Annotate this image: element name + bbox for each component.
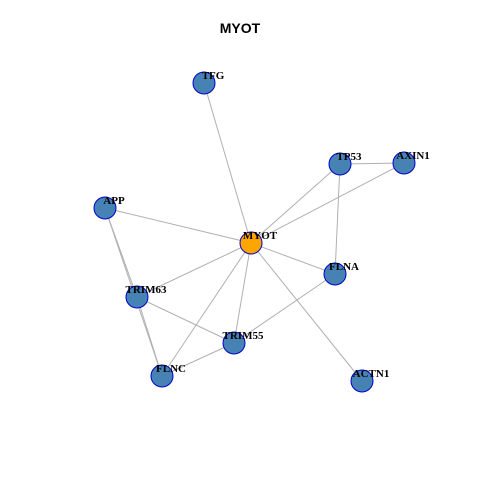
node-myot[interactable]: MYOT [239,230,278,255]
edge-myot-tp53 [250,163,341,244]
node-trim63[interactable]: TRIM63 [125,284,167,309]
node-axin1[interactable]: AXIN1 [392,150,430,175]
node-label-trim63: TRIM63 [126,284,167,296]
edge-layer [104,82,405,382]
node-label-axin1: AXIN1 [396,150,430,162]
edge-trim63-trim55 [136,296,235,344]
edge-myot-actn1 [250,242,363,382]
node-label-tfg: TFG [202,70,225,82]
node-circle-trim55[interactable] [222,331,246,355]
node-flna[interactable]: FLNA [323,261,359,286]
node-circle-app[interactable] [93,196,117,220]
edge-myot-trim63 [136,242,252,298]
node-actn1[interactable]: ACTN1 [350,368,390,393]
node-flnc[interactable]: FLNC [150,363,186,388]
edge-myot-trim55 [233,242,252,344]
graph-title: MYOT [219,20,261,36]
node-label-flna: FLNA [329,261,359,273]
node-tp53[interactable]: TP53 [328,151,362,176]
node-circle-axin1[interactable] [392,151,416,175]
node-circle-tp53[interactable] [328,152,352,176]
node-label-myot: MYOT [243,230,278,242]
edge-myot-flna [250,242,336,275]
edge-flna-trim55 [233,273,336,344]
edge-myot-flnc [161,242,252,377]
node-trim55[interactable]: TRIM55 [222,330,264,355]
node-app[interactable]: APP [93,195,125,220]
node-circle-actn1[interactable] [350,369,374,393]
node-label-tp53: TP53 [336,151,362,163]
node-label-actn1: ACTN1 [353,368,390,380]
node-label-app: APP [103,195,125,207]
node-circle-flna[interactable] [323,262,347,286]
edge-myot-axin1 [250,162,405,244]
node-label-trim55: TRIM55 [223,330,264,342]
node-circle-trim63[interactable] [125,285,149,309]
node-circle-flnc[interactable] [150,364,174,388]
edge-myot-tfg [203,82,252,244]
node-label-flnc: FLNC [156,363,186,375]
edge-trim63-flnc [136,296,163,377]
edge-tp53-flna [334,163,341,275]
edge-myot-app [104,207,252,244]
edge-trim55-flnc [161,342,235,377]
node-circle-myot[interactable] [239,231,263,255]
node-circle-tfg[interactable] [192,71,216,95]
node-tfg[interactable]: TFG [192,70,225,95]
